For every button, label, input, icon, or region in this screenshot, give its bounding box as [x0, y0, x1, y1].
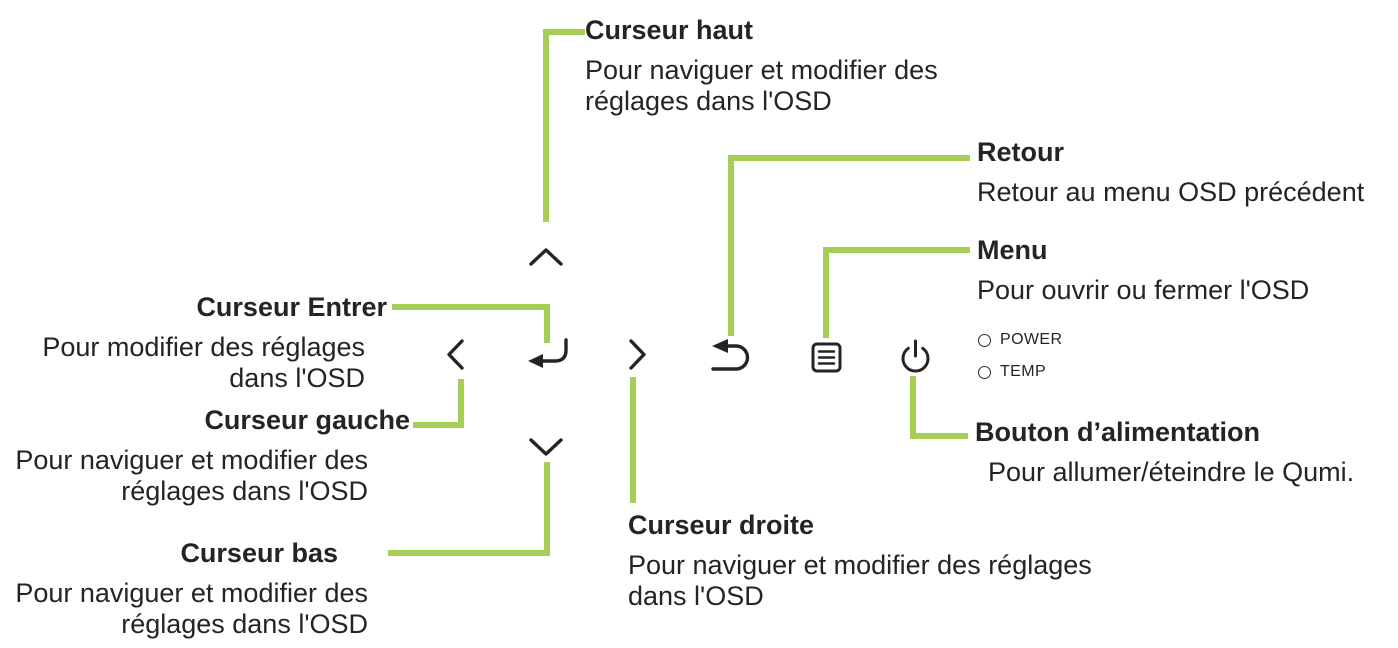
led-label: TEMP: [1000, 363, 1047, 380]
callout-title: Bouton d’alimentation: [975, 417, 1260, 447]
callout-desc: Pour allumer/éteindre le Qumi.: [988, 457, 1355, 487]
callout-curseur-droite: Curseur droite Pour naviguer et modifier…: [628, 510, 1188, 612]
callout-title: Curseur haut: [585, 15, 754, 45]
callout-desc: Pour naviguer et modifier des réglages d…: [628, 550, 1092, 611]
led-label: POWER: [1000, 331, 1063, 348]
callout-line-power: [910, 376, 968, 439]
callout-line-curseur-bas: [388, 462, 550, 556]
callout-bouton-alimentation: Bouton d’alimentation Pour allumer/étein…: [975, 417, 1398, 488]
callout-desc: Pour naviguer et modifier des réglages d…: [15, 578, 368, 639]
callout-curseur-bas: Curseur bas Pour naviguer et modifier de…: [0, 538, 368, 640]
callout-desc: Pour naviguer et modifier des réglages d…: [15, 445, 368, 506]
callout-title: Curseur bas: [180, 538, 338, 568]
led-circle-icon: [978, 365, 991, 379]
callout-line-curseur-gauche: [413, 379, 464, 428]
callout-title: Retour: [977, 137, 1064, 167]
callout-desc: Pour ouvrir ou fermer l'OSD: [977, 275, 1310, 305]
callout-line-curseur-haut: [543, 29, 585, 222]
cursor-left-icon: [447, 339, 464, 370]
callout-line-retour: [728, 155, 970, 336]
callout-line-curseur-entrer: [392, 304, 550, 343]
callout-curseur-haut: Curseur haut Pour naviguer et modifier d…: [585, 15, 1015, 117]
callout-title: Menu: [977, 235, 1048, 265]
temp-led-indicator: TEMP: [978, 363, 1046, 381]
cursor-up-icon: [529, 248, 563, 266]
callout-title: Curseur droite: [628, 510, 815, 540]
back-icon: [711, 339, 750, 371]
callout-line-menu: [823, 247, 970, 338]
callout-desc: Retour au menu OSD précédent: [977, 177, 1365, 207]
cursor-right-icon: [629, 339, 646, 370]
callout-title: Curseur Entrer: [196, 292, 387, 322]
power-led-indicator: POWER: [978, 331, 1062, 349]
led-circle-icon: [978, 333, 991, 347]
menu-icon: [811, 342, 842, 373]
power-icon: [901, 339, 930, 373]
callout-desc: Pour naviguer et modifier des réglages d…: [585, 55, 938, 116]
callout-curseur-gauche: Curseur gauche Pour naviguer et modifier…: [0, 405, 410, 507]
callout-retour: Retour Retour au menu OSD précédent: [977, 137, 1397, 208]
callout-desc: Pour modifier des réglages dans l'OSD: [42, 332, 365, 393]
cursor-down-icon: [529, 438, 563, 456]
callout-curseur-entrer: Curseur Entrer Pour modifier des réglage…: [0, 292, 387, 394]
enter-icon: [528, 338, 568, 368]
callout-menu: Menu Pour ouvrir ou fermer l'OSD: [977, 235, 1397, 306]
callout-title: Curseur gauche: [204, 405, 410, 435]
